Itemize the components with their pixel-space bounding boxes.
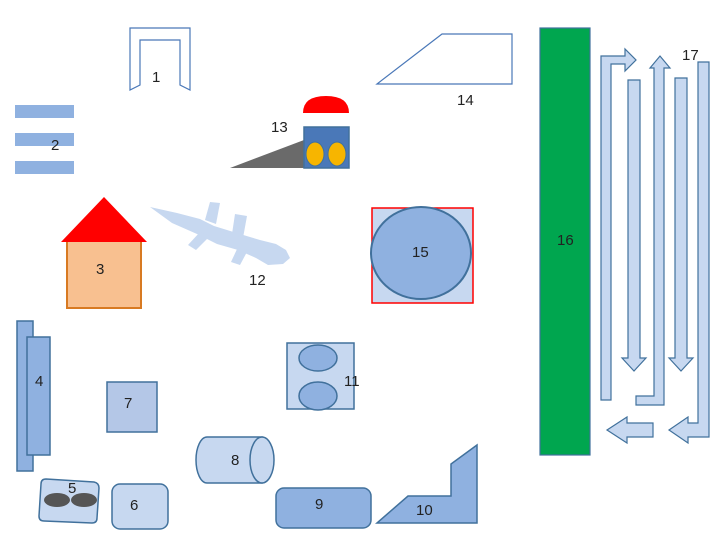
shape-13-ramp [230, 140, 304, 168]
shape-13-wheel-left [305, 141, 325, 167]
shape-2: 2 [15, 105, 74, 174]
shape-12-leg-front-down [188, 232, 210, 250]
shape-13-label: 13 [271, 119, 288, 136]
shape-17-arrow-down-left [667, 61, 710, 445]
shape-4-front [26, 336, 51, 456]
shape-13-wheel-right [327, 141, 347, 167]
shape-11-label: 11 [344, 373, 360, 390]
shape-13-dome-band [303, 113, 349, 127]
shape-16-label: 16 [557, 232, 574, 249]
shape-10-label: 10 [416, 502, 433, 519]
shape-11-oval-top [298, 344, 338, 372]
shape-5: 5 [38, 478, 100, 524]
shape-3: 3 [61, 197, 147, 309]
shape-3-body [66, 240, 142, 309]
shape-12-leg-back-up [232, 214, 247, 238]
shape-9-body [275, 487, 372, 529]
shape-10-body [374, 443, 478, 524]
shape-13: 13 [230, 96, 350, 169]
shape-10: 10 [374, 443, 478, 524]
shape-15: 15 [370, 206, 474, 304]
shape-12: 12 [150, 202, 290, 289]
shape-6-body [111, 483, 169, 530]
shape-14-label: 14 [457, 92, 474, 109]
shape-12-leg-front-up [205, 202, 220, 224]
shape-4: 4 [16, 320, 51, 472]
shape-8: 8 [195, 436, 275, 484]
shape-9: 9 [275, 487, 372, 529]
shape-1-outline [129, 27, 191, 91]
shape-14: 14 [375, 33, 513, 109]
shape-11: 11 [286, 342, 360, 411]
shape-17-arrow-up-2 [635, 55, 672, 406]
shape-5-oval-right [71, 493, 97, 507]
shape-2-bar-middle [15, 133, 74, 146]
shape-1: 1 [129, 27, 191, 91]
shape-3-roof [61, 197, 147, 242]
shape-3-label: 3 [96, 261, 104, 278]
shape-8-body [195, 436, 263, 484]
shape-7-body [106, 381, 158, 433]
shape-17: 17 [600, 47, 710, 445]
shape-7-label: 7 [124, 395, 132, 412]
shape-6-label: 6 [130, 497, 138, 514]
shape-15-label: 15 [412, 244, 429, 261]
shape-5-label: 5 [68, 480, 76, 497]
shape-11-oval-bottom [298, 381, 338, 411]
shape-12-lizard [150, 202, 290, 265]
shape-17-arrow-left-1 [605, 415, 654, 445]
shape-17-arrow-up-turn-right [600, 47, 637, 401]
shape-7: 7 [106, 381, 158, 433]
shape-12-leg-back-down [231, 247, 248, 265]
shape-12-body [150, 207, 290, 265]
shape-2-bar-bottom [15, 161, 74, 174]
shape-2-label: 2 [51, 137, 59, 154]
shape-13-dome [303, 96, 349, 113]
shape-8-label: 8 [231, 452, 239, 469]
shape-16: 16 [539, 27, 591, 456]
shape-17-arrow-down-2 [667, 77, 695, 372]
shape-9-label: 9 [315, 496, 323, 513]
shape-8-end [249, 436, 275, 484]
shape-1-label: 1 [152, 69, 160, 86]
shape-17-arrow-down-1 [620, 79, 648, 372]
shape-16-bar [539, 27, 591, 456]
shape-17-label: 17 [682, 47, 699, 64]
shape-2-bar-top [15, 105, 74, 118]
shape-15-circle [370, 206, 472, 300]
shape-5-oval-left [44, 493, 70, 507]
shape-6: 6 [111, 483, 169, 530]
shape-14-outline [375, 33, 513, 85]
shape-12-label: 12 [249, 272, 266, 289]
shape-4-label: 4 [35, 373, 43, 390]
